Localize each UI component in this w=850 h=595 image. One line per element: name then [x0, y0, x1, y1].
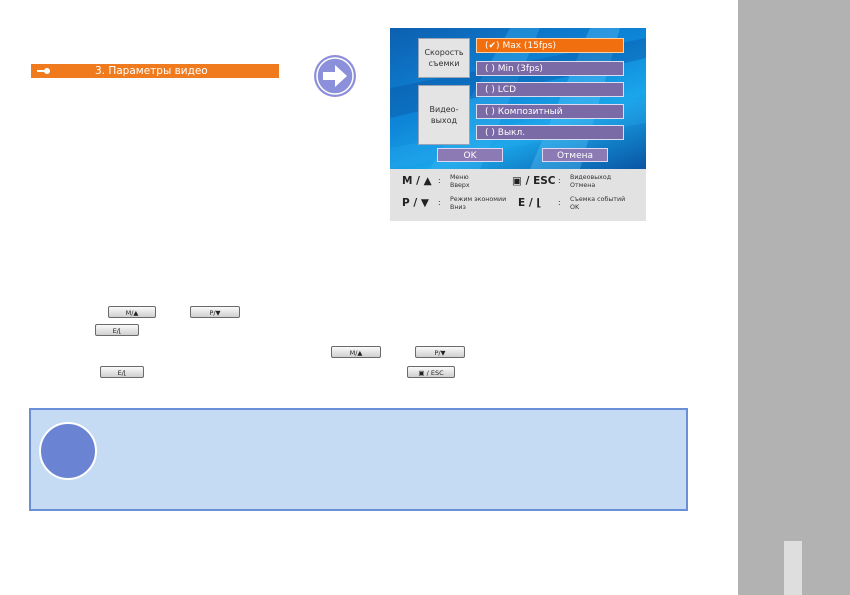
label-video-output: Видео-выход [418, 85, 470, 145]
key-button-m-up: M/▲ [108, 306, 156, 318]
option-off[interactable]: ( ) Выкл. [476, 125, 624, 140]
label-shooting-speed: Скорость съемки [418, 38, 470, 78]
key-e-event: E / ⌊ [518, 197, 542, 209]
key-button-e-event: E/⌊ [95, 324, 139, 336]
pin-icon [37, 68, 50, 74]
page-sidebar [738, 0, 850, 595]
cancel-button[interactable]: Отмена [542, 148, 608, 162]
section-header: 3. Параметры видео [31, 64, 279, 78]
ok-button[interactable]: OK [437, 148, 503, 162]
section-title: 3. Параметры видео [95, 65, 208, 77]
note-icon [39, 422, 97, 480]
note-box [29, 408, 688, 511]
key-button-p-down: P/▼ [190, 306, 240, 318]
key-button-e-event: E/⌊ [100, 366, 144, 378]
option-min-3fps[interactable]: ( ) Min (3fps) [476, 61, 624, 76]
key-button-esc: ▣ / ESC [407, 366, 455, 378]
option-composite[interactable]: ( ) Композитный [476, 104, 624, 119]
key-p-down: P / ▼ [402, 197, 429, 209]
key-m-up: M / ▲ [402, 175, 432, 187]
arrow-right-icon [314, 55, 356, 97]
check-icon: (✔) [485, 41, 500, 51]
screen-key-legend: M / ▲ : Меню Вверх P / ▼ : Режим экономи… [390, 169, 646, 221]
key-esc: ▣ / ESC [512, 175, 556, 187]
key-button-m-up: M/▲ [331, 346, 381, 358]
option-lcd[interactable]: ( ) LCD [476, 82, 624, 97]
key-button-p-down: P/▼ [415, 346, 465, 358]
page-tab [784, 541, 802, 595]
option-max-15fps[interactable]: (✔) Max (15fps) [476, 38, 624, 53]
device-screen: Скорость съемки Видео-выход (✔) Max (15f… [390, 28, 646, 221]
